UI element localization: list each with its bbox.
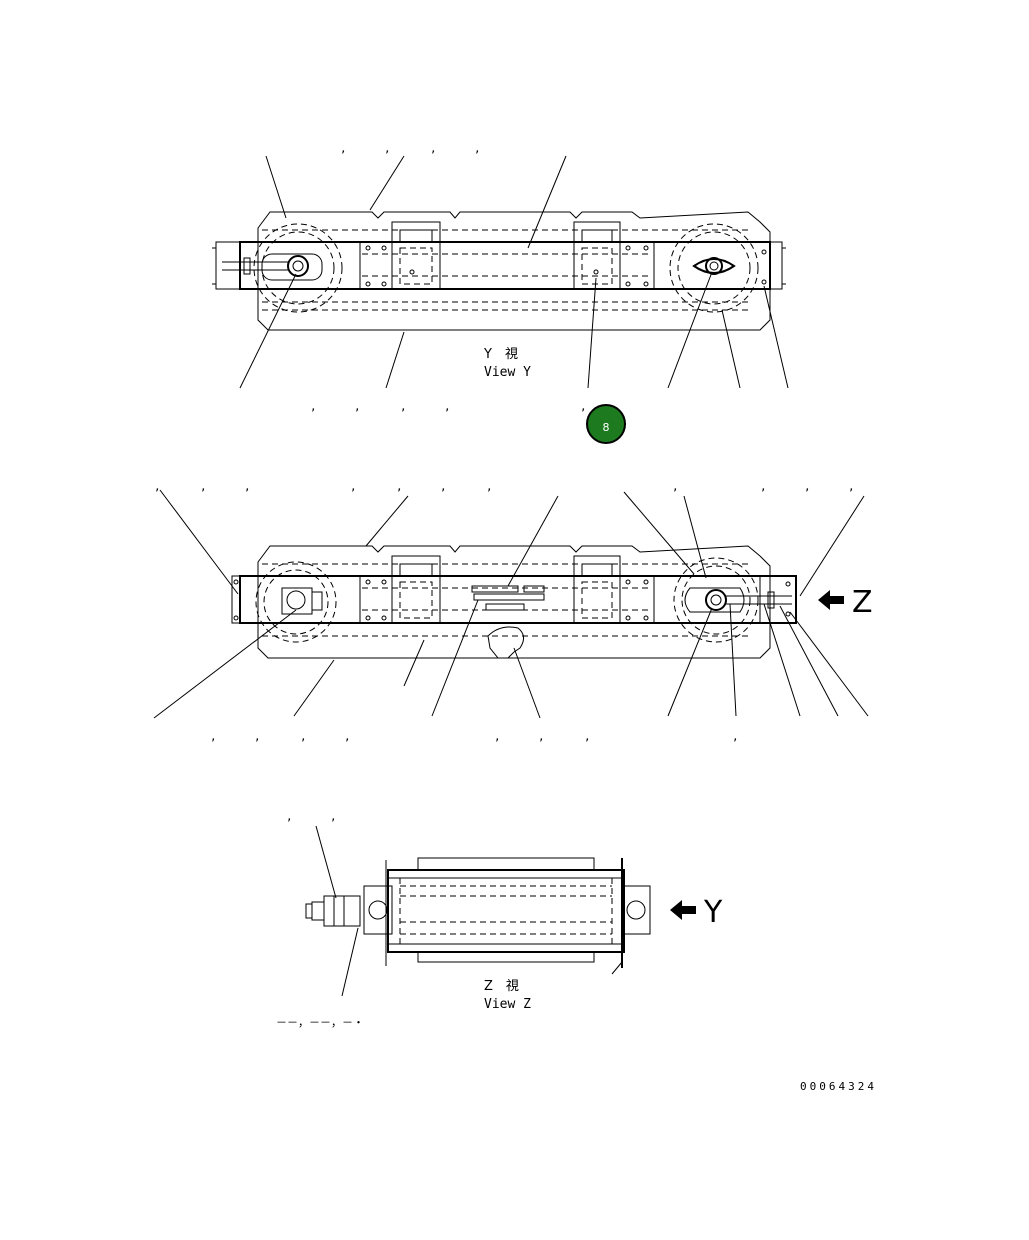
svg-text:,: , [732,730,739,743]
view-z-assembly [305,857,651,975]
view-z-leaders [315,825,359,997]
svg-text:,: , [344,730,351,743]
arrow-left-icon [818,590,844,610]
view-y-assembly [212,211,786,331]
svg-text:,: , [580,400,587,413]
arrow-left-icon [670,900,696,920]
dash-note: －－，－－，－・ [276,1016,364,1029]
arrow-y: Y [670,895,723,930]
page-badge[interactable]: 8 [586,404,626,444]
svg-text:,: , [310,400,317,413]
arrow-z: Z [818,585,873,620]
svg-text:,: , [340,142,347,155]
svg-text:,: , [244,480,251,493]
svg-text:,: , [384,142,391,155]
svg-text:,: , [672,480,679,493]
svg-text:,: , [494,730,501,743]
svg-text:,: , [350,480,357,493]
svg-text:,: , [440,480,447,493]
view-y-title-jp: Y 視 [483,347,518,362]
svg-text:,: , [254,730,261,743]
svg-text:,: , [760,480,767,493]
svg-text:,: , [804,480,811,493]
svg-text:,: , [584,730,591,743]
view-z-title-en: View Z [484,997,531,1012]
svg-text:,: , [354,400,361,413]
middle-view-commas: , , , , , , , , , , , , , , , , , , , [154,480,855,743]
svg-text:,: , [300,730,307,743]
view-z-commas: , , [286,810,337,823]
svg-text:,: , [330,810,337,823]
svg-text:,: , [538,730,545,743]
view-z-title-jp: Z 視 [484,979,519,994]
footer-code: 00064324 [800,1080,877,1093]
svg-text:,: , [200,480,207,493]
middle-view-assembly [231,545,797,659]
middle-view-leaders [153,489,869,719]
svg-text:,: , [486,480,493,493]
svg-text:,: , [154,480,161,493]
page-badge-label: 8 [603,421,610,434]
view-y-title-en: View Y [484,365,531,380]
svg-text:,: , [286,810,293,823]
svg-text:,: , [210,730,217,743]
svg-text:,: , [400,400,407,413]
arrow-z-label: Z [852,585,873,620]
view-y-commas: , , , , , , , , , [310,142,587,413]
view-y-leaders [239,155,789,389]
svg-text:,: , [396,480,403,493]
svg-text:,: , [430,142,437,155]
arrow-y-label: Y [703,895,723,930]
svg-text:,: , [444,400,451,413]
svg-text:,: , [848,480,855,493]
svg-text:,: , [474,142,481,155]
